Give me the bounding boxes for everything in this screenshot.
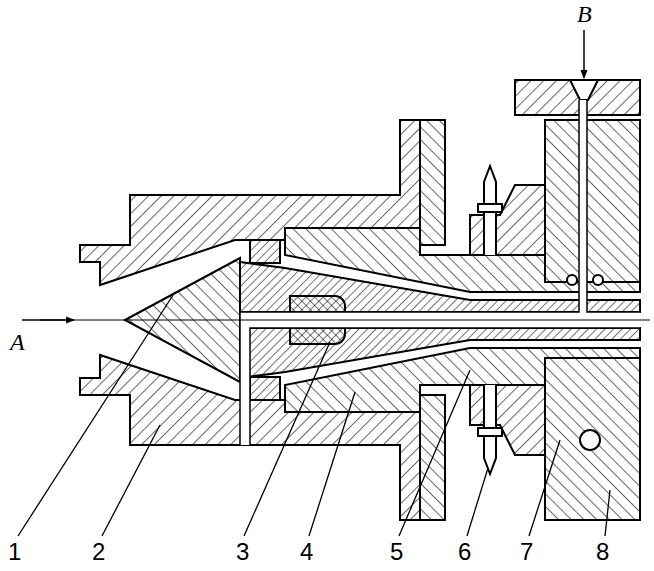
leader-line [399, 370, 470, 536]
spider-leg [250, 377, 280, 400]
inlet-funnel [570, 80, 598, 100]
flow-label: B [577, 2, 592, 26]
inlet-cap [515, 80, 640, 115]
channel-wall [587, 100, 640, 312]
o-ring [593, 275, 603, 285]
callout-number: 7 [520, 540, 533, 564]
leader-line [309, 392, 355, 536]
bolt-nut [478, 428, 502, 436]
spider-leg [250, 240, 280, 263]
callout-number: 2 [92, 540, 105, 564]
callout-number: 3 [236, 540, 249, 564]
leader-line [467, 468, 488, 536]
air-channel [240, 312, 250, 445]
housing [545, 358, 640, 520]
flow-arrow [583, 30, 585, 78]
leader-line [529, 440, 560, 536]
leader-line [605, 490, 610, 536]
o-ring [567, 275, 577, 285]
flow-arrow [22, 319, 74, 321]
callout-number: 8 [596, 540, 609, 564]
leader-line [102, 425, 160, 536]
air-channel [579, 100, 587, 312]
callout-number: 1 [8, 540, 21, 564]
adjusting-ring [470, 385, 545, 455]
flange-plate [420, 120, 445, 245]
bolt-nut [478, 204, 502, 212]
leader-line [244, 342, 330, 536]
adjusting-ring [470, 185, 545, 255]
housing [545, 120, 640, 282]
callout-number: 5 [390, 540, 403, 564]
center-line [40, 320, 650, 321]
o-ring [580, 430, 600, 450]
callout-number: 4 [300, 540, 313, 564]
leader-line [18, 292, 175, 536]
flow-label: A [10, 330, 25, 354]
callout-number: 6 [458, 540, 471, 564]
channel-wall [240, 100, 579, 445]
